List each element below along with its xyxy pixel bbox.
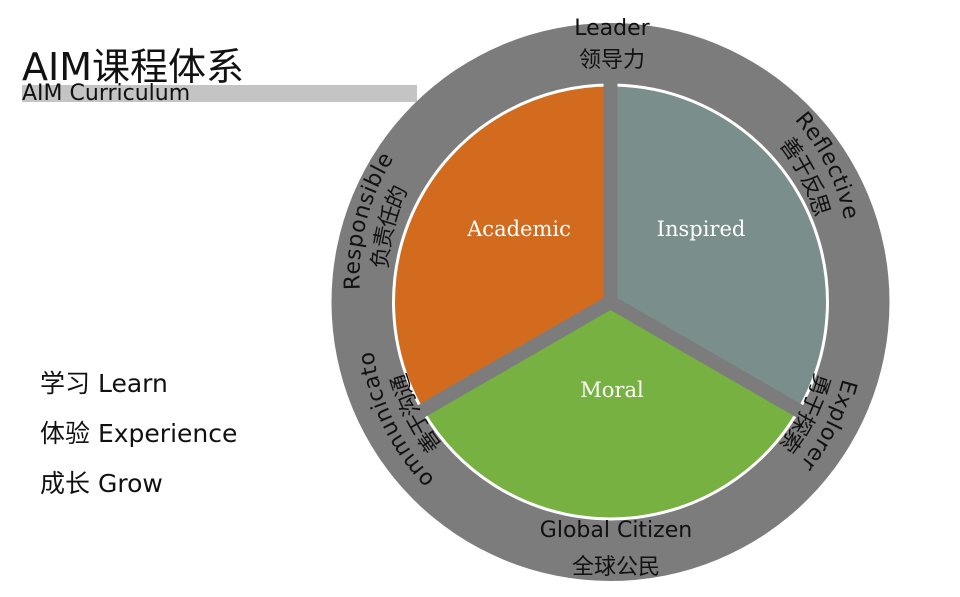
page-subtitle: AIM Curriculum [22, 81, 191, 106]
value-zh: 体验 [40, 419, 91, 448]
segment-moral [420, 300, 801, 521]
segment-label-academic: Academic [466, 217, 571, 241]
page-title: AIM课程体系 [22, 45, 244, 89]
value-en: Experience [97, 419, 238, 448]
ring-label-leader-zh: 领导力 [579, 48, 645, 73]
value-en: Grow [97, 469, 163, 498]
value-item-experience: 体验 Experience [40, 418, 237, 468]
values-list: 学习 Learn 体验 Experience 成长 Grow [40, 368, 237, 518]
ring-label-global-citizen-en: Global Citizen [540, 518, 692, 543]
segment-label-moral: Moral [580, 378, 644, 402]
value-item-grow: 成长 Grow [40, 468, 237, 518]
ring-label-leader-en: Leader [574, 16, 650, 41]
ring-label-global-citizen-zh: 全球公民 [572, 555, 660, 580]
value-zh: 学习 [40, 369, 91, 398]
value-item-learn: 学习 Learn [40, 368, 237, 418]
segment-label-inspired: Inspired [657, 217, 746, 241]
title-connector-bar [22, 85, 417, 102]
value-zh: 成长 [40, 469, 91, 498]
segment-dividers [414, 80, 807, 420]
value-en: Learn [97, 369, 168, 398]
